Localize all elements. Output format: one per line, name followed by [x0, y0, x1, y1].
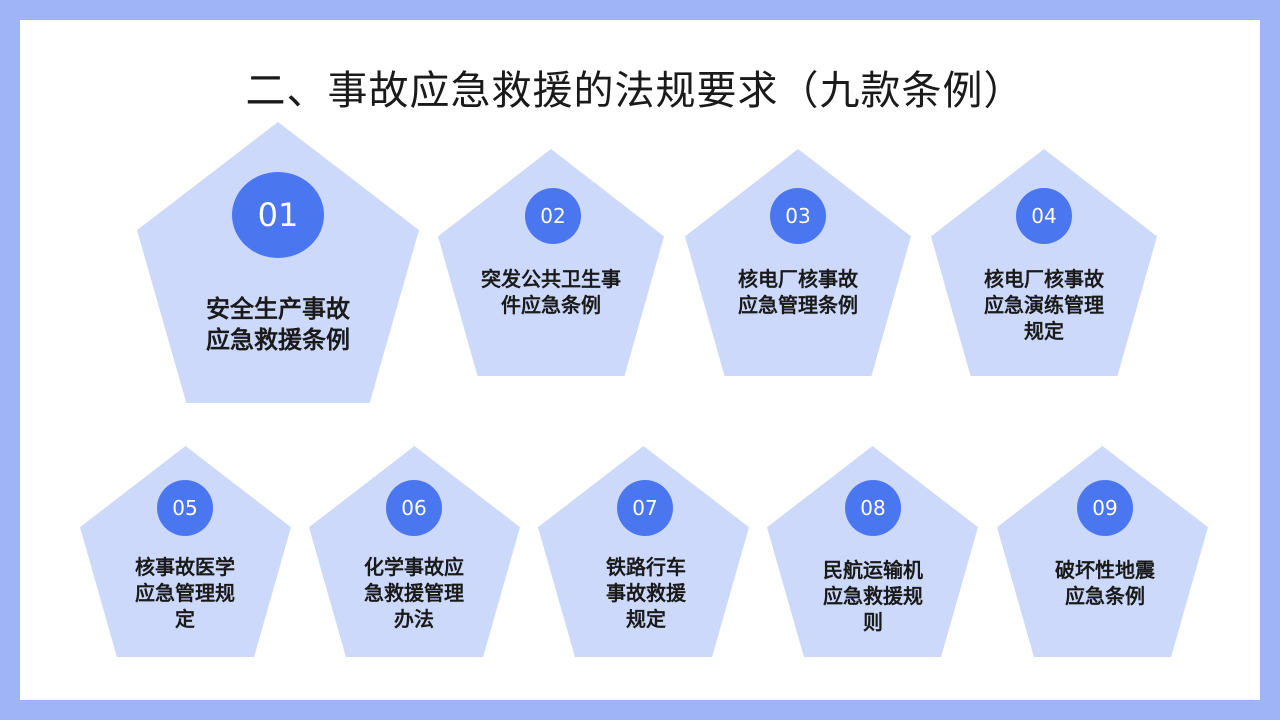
- label-line: 铁路行车: [606, 555, 686, 579]
- label-line: 应急救援规: [823, 584, 923, 608]
- number-badge: 04: [1016, 188, 1072, 244]
- label-line: 核电厂核事故: [738, 267, 858, 291]
- regulation-label: 民航运输机 应急救援规 则: [783, 557, 963, 635]
- label-line: 应急管理规: [135, 581, 235, 605]
- label-line: 应急管理条例: [738, 293, 858, 317]
- label-line: 办法: [394, 607, 434, 631]
- regulation-label: 铁路行车 事故救援 规定: [556, 554, 736, 632]
- regulation-label: 突发公共卫生事 件应急条例: [456, 266, 646, 318]
- label-line: 化学事故应: [364, 555, 464, 579]
- label-line: 定: [175, 607, 195, 631]
- regulation-label: 核电厂核事故 应急演练管理 规定: [949, 266, 1139, 344]
- number-badge: 05: [157, 480, 213, 536]
- label-line: 核事故医学: [135, 555, 235, 579]
- label-line: 急救援管理: [364, 581, 464, 605]
- number-badge: 07: [617, 480, 673, 536]
- page-title: 二、事故应急救援的法规要求（九款条例）: [245, 68, 1025, 114]
- regulation-label: 安全生产事故 应急救援条例: [158, 294, 398, 356]
- label-line: 应急条例: [1065, 584, 1145, 608]
- number-badge: 08: [845, 480, 901, 536]
- number-badge: 01: [232, 172, 324, 258]
- number-badge: 02: [525, 188, 581, 244]
- label-line: 应急救援条例: [206, 326, 350, 355]
- regulation-label: 核电厂核事故 应急管理条例: [703, 266, 893, 318]
- label-line: 则: [863, 610, 883, 634]
- number-badge: 06: [386, 480, 442, 536]
- label-line: 规定: [1024, 319, 1064, 343]
- label-line: 事故救援: [606, 581, 686, 605]
- regulation-label: 核事故医学 应急管理规 定: [95, 554, 275, 632]
- regulation-label: 化学事故应 急救援管理 办法: [324, 554, 504, 632]
- label-line: 突发公共卫生事: [481, 267, 621, 291]
- number-badge: 09: [1077, 480, 1133, 536]
- label-line: 规定: [626, 607, 666, 631]
- regulation-label: 破坏性地震 应急条例: [1015, 557, 1195, 609]
- label-line: 民航运输机: [823, 558, 923, 582]
- number-badge: 03: [770, 188, 826, 244]
- label-line: 核电厂核事故: [984, 267, 1104, 291]
- label-line: 安全生产事故: [206, 295, 350, 323]
- label-line: 应急演练管理: [984, 293, 1104, 317]
- label-line: 件应急条例: [501, 293, 601, 317]
- label-line: 破坏性地震: [1055, 558, 1155, 582]
